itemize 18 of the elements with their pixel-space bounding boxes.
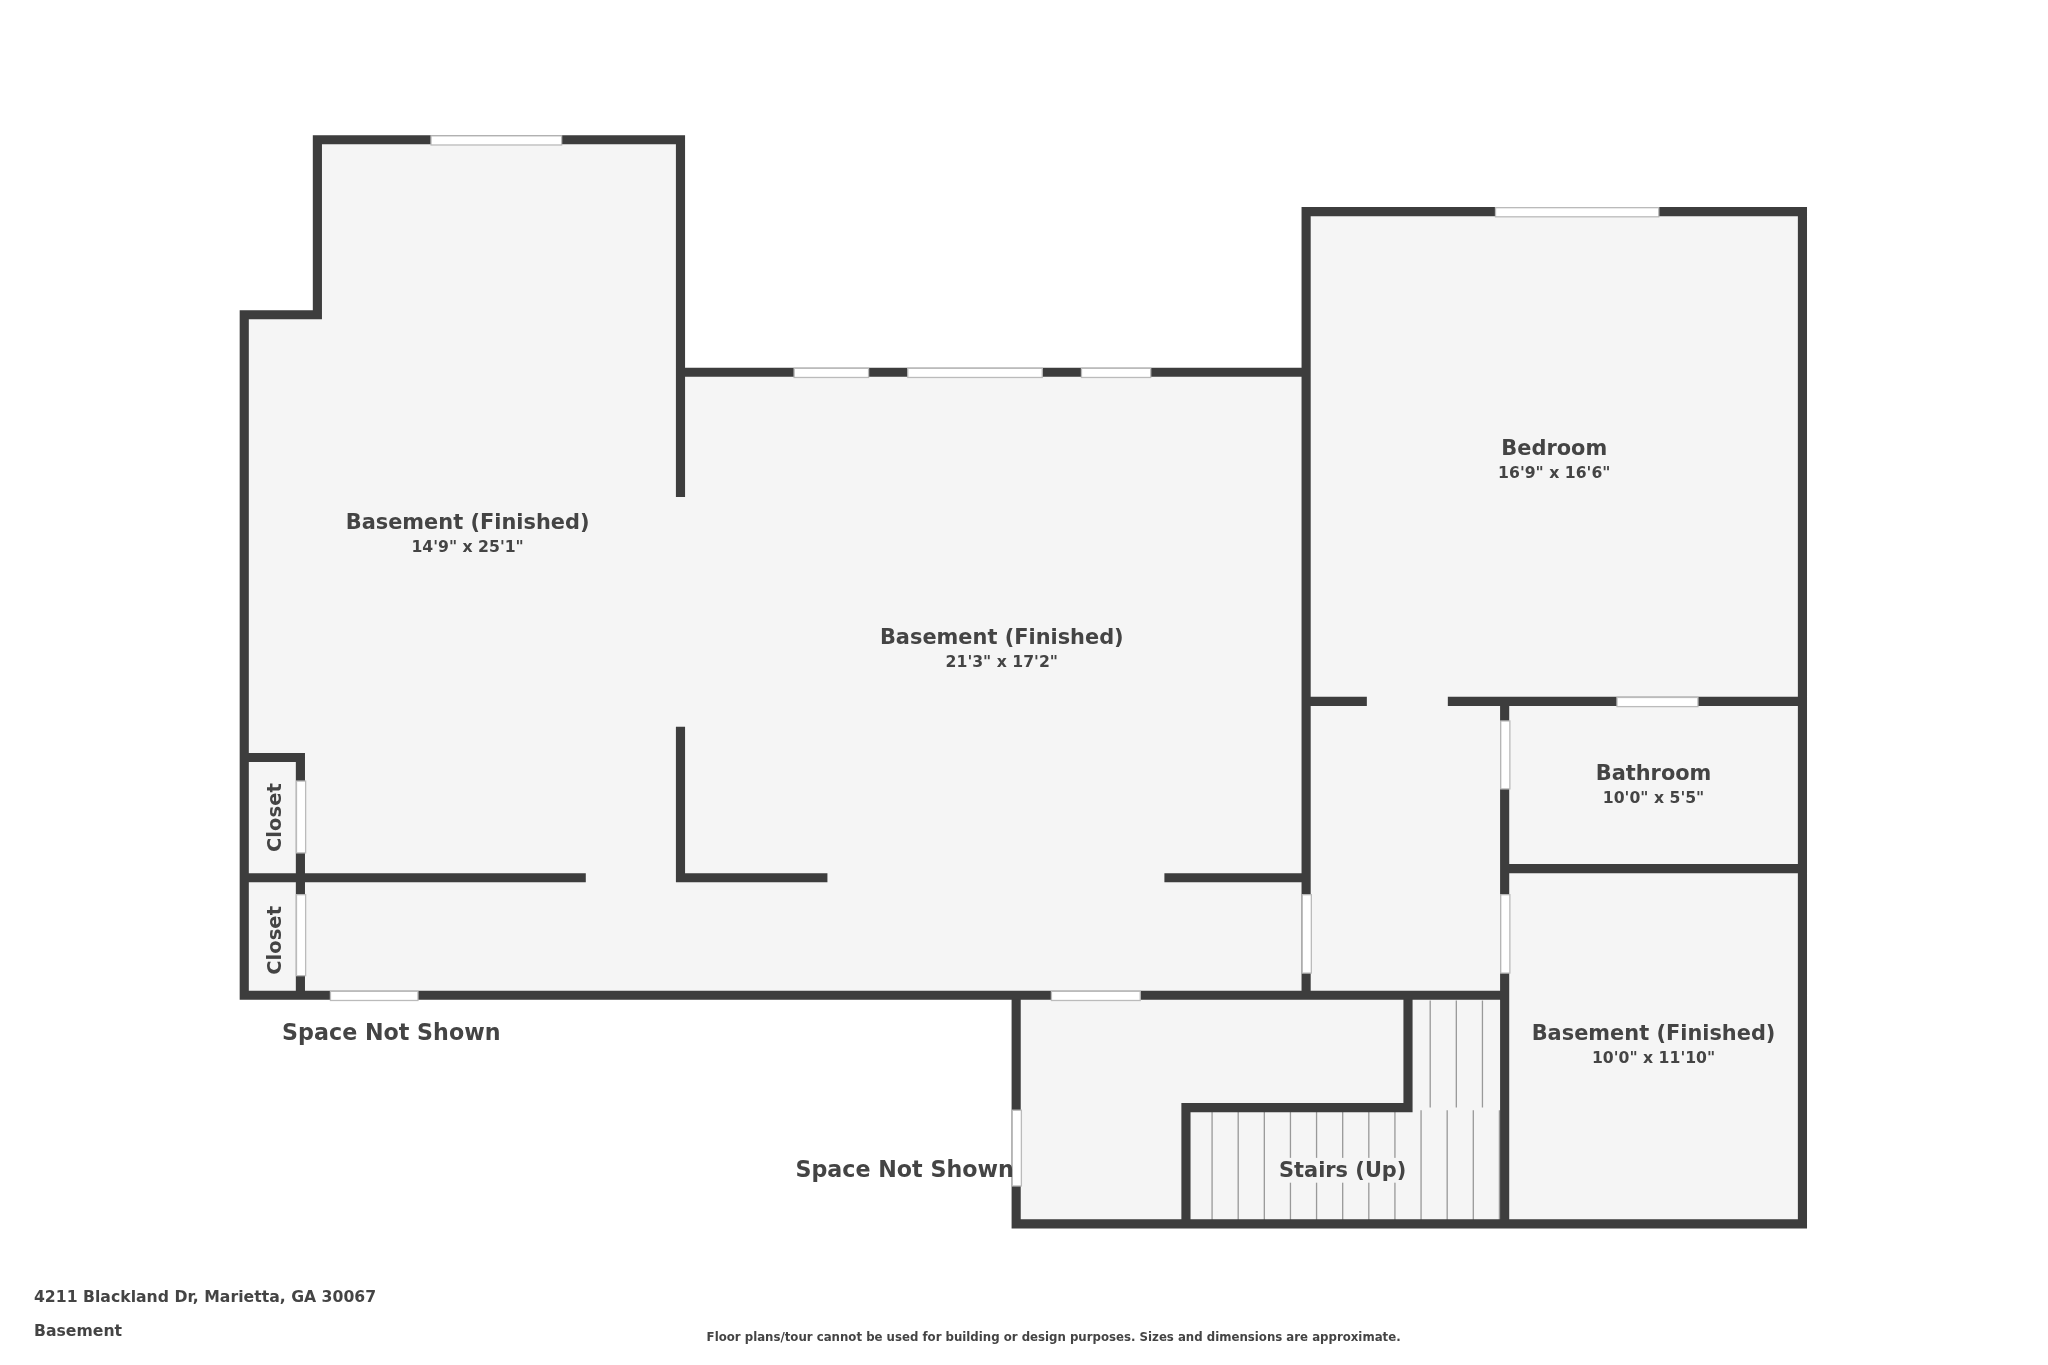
room-name: Basement (Finished)	[1531, 1020, 1776, 1045]
room-dimensions: 10'0" x 11'10"	[1590, 1048, 1717, 1068]
room-dimensions: 14'9" x 25'1"	[410, 538, 525, 557]
room-name: Bedroom	[1500, 434, 1609, 460]
area-note: Space Not Shown	[282, 1018, 501, 1045]
address-text: 4211 Blackland Dr, Marietta, GA 30067	[33, 1287, 377, 1307]
room-dimensions: 16'9" x 16'6"	[1498, 463, 1611, 482]
room-dimensions: 10'0" x 5'5"	[1601, 788, 1706, 808]
room-name: Bathroom	[1595, 760, 1712, 785]
room-name: Closet	[262, 783, 287, 853]
disclaimer-text: Floor plans/tour cannot be used for building or design purposes. Sizes and dimensions are approximate.	[706, 1330, 1401, 1344]
room-name: Basement (Finished)	[879, 624, 1124, 650]
room-dimensions: 21'3" x 17'2"	[944, 653, 1059, 672]
floor-name: Basement	[33, 1321, 123, 1341]
area-note: Space Not Shown	[795, 1155, 1014, 1183]
room-name: Stairs (Up)	[1279, 1157, 1407, 1183]
room-name: Basement (Finished)	[345, 509, 590, 535]
room-name: Closet	[262, 905, 287, 975]
